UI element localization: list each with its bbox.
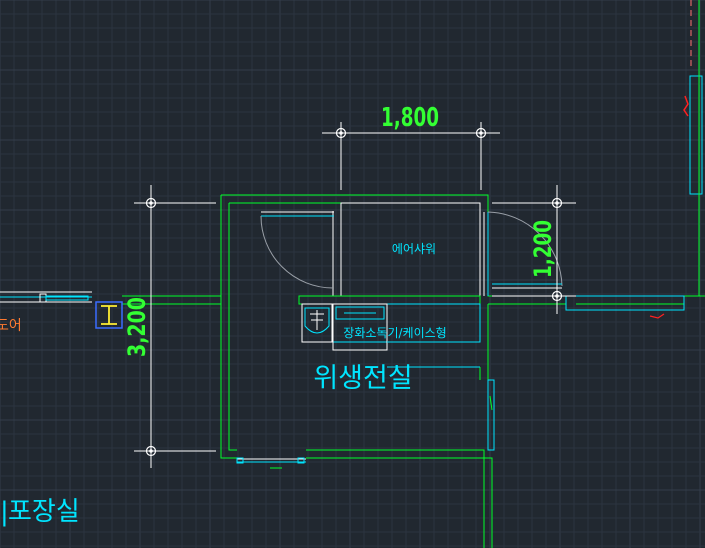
door-label: 도어 bbox=[0, 318, 22, 334]
bottom-door bbox=[236, 457, 306, 469]
dimension-left: 3,200 bbox=[123, 185, 216, 468]
dimension-right: 1,200 bbox=[492, 185, 576, 314]
dimension-left-value: 3,200 bbox=[123, 297, 151, 357]
i-beam-icon bbox=[95, 301, 123, 329]
dimension-right-value: 1,200 bbox=[529, 220, 557, 278]
right-door bbox=[565, 295, 685, 319]
room-label-packing: 포장실 bbox=[8, 497, 80, 527]
dimension-node-icon bbox=[475, 127, 487, 139]
air-shower: 에어샤워 bbox=[260, 202, 563, 297]
room-walls bbox=[220, 194, 699, 548]
right-wall-segment bbox=[683, 0, 705, 310]
dimension-top: 1,800 bbox=[322, 103, 500, 190]
dimension-node-icon bbox=[145, 445, 157, 457]
dimension-top-value: 1,800 bbox=[381, 103, 439, 133]
left-corridor-walls bbox=[0, 291, 221, 305]
sink-icon bbox=[301, 303, 333, 343]
right-window bbox=[487, 379, 495, 451]
air-shower-label: 에어샤워 bbox=[392, 242, 436, 256]
shoe-disinfector-counter: 장화소독기/케이스형 bbox=[298, 295, 481, 368]
dimension-node-icon bbox=[145, 197, 157, 209]
dimension-node-icon bbox=[551, 197, 563, 209]
room-label-sanitation: 위생전실 bbox=[313, 363, 412, 394]
dimension-node-icon bbox=[551, 290, 563, 302]
room-label-packing-prefix: | bbox=[0, 497, 9, 527]
shoe-disinfector-label: 장화소독기/케이스형 bbox=[343, 326, 446, 340]
dimension-node-icon bbox=[335, 127, 347, 139]
